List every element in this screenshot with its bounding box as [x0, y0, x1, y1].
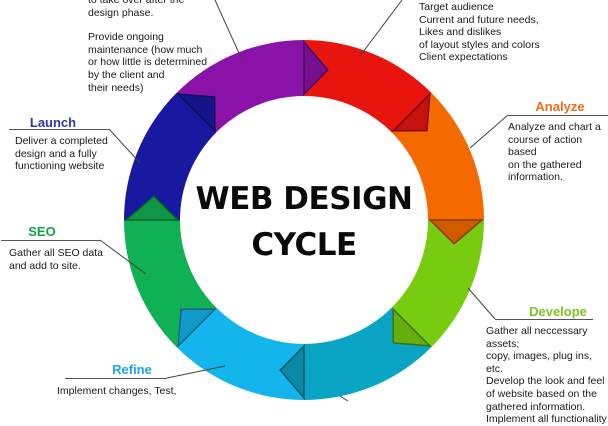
stage-develope-description: Gather all neccessary assets; copy, imag… — [486, 325, 608, 426]
launch-leader-line — [9, 129, 109, 130]
text-line: of layout styles and colors — [419, 38, 540, 51]
text-line: on the gathered — [508, 158, 582, 171]
text-line: Target audience — [419, 1, 494, 13]
text-line: functioning website — [15, 160, 105, 173]
ring-segment-launch — [124, 92, 217, 220]
text-line: Gather all SEO data — [9, 247, 103, 259]
stage-analyze-title: Analyze — [535, 99, 585, 114]
leader-line — [99, 239, 147, 275]
text-line: Develop the look and feel — [486, 375, 605, 388]
text-line: gathered information. — [486, 400, 586, 413]
center-title-line2: CYCLE — [251, 227, 357, 263]
stage-maintain-description: to take over after the design phase. Pro… — [88, 0, 238, 94]
leader-line — [166, 365, 226, 379]
leader-line — [108, 128, 141, 164]
develope-leader-line — [495, 319, 593, 320]
stage-seo-title: SEO — [28, 224, 56, 239]
text-line: Deliver a completed — [15, 135, 108, 147]
ring-segment-research — [304, 40, 432, 133]
text-line: Likes and dislikes — [419, 26, 502, 39]
center-title: WEB DESIGN CYCLE — [184, 176, 424, 268]
stage-seo-description: Gather all SEO data and add to site. — [9, 247, 119, 272]
arrow-notch-research — [391, 92, 431, 132]
stage-research-description: Target audience Current and future needs… — [419, 1, 599, 64]
text-line: design phase. — [88, 6, 154, 19]
text-line: of website based on the — [486, 387, 597, 400]
leader-line — [339, 395, 349, 401]
arrow-notch-seo — [123, 195, 180, 221]
stage-develope-title: Develope — [529, 304, 587, 319]
arrow-notch-analyze — [428, 219, 485, 245]
arrow-notch-develope — [392, 307, 432, 347]
stage-refine-title: Refine — [112, 362, 152, 377]
text-line: or how little is determined — [88, 56, 208, 69]
text-line: maintenance (how much — [88, 43, 203, 56]
ring-segment-refine — [176, 307, 304, 400]
stage-refine-description: Implement changes, Test, — [57, 385, 217, 398]
analyze-leader-line — [508, 115, 608, 116]
text-line: information. — [508, 171, 563, 184]
leader-line — [214, 0, 244, 63]
text-line: and add to site. — [9, 259, 81, 272]
spacer — [88, 19, 238, 31]
leader-line — [359, 0, 403, 57]
stage-analyze-description: Analyze and chart a course of action bas… — [508, 121, 608, 184]
text-line: Implement changes, Test, — [57, 385, 177, 397]
arrow-notch-launch — [176, 93, 216, 133]
seo-leader-line — [1, 240, 100, 241]
refine-leader-line — [65, 378, 167, 379]
web-design-cycle-ring — [99, 0, 509, 401]
text-line: their needs) — [88, 81, 144, 94]
text-line: design and a fully — [15, 147, 97, 160]
text-line: Gather all neccessary assets; — [486, 325, 588, 350]
center-title-line1: WEB DESIGN — [195, 181, 413, 217]
text-line: Current and future needs, — [419, 13, 539, 26]
ring-segment-develope — [391, 220, 484, 348]
text-line: copy, images, plug ins, etc. — [486, 350, 593, 375]
stage-launch-description: Deliver a completed design and a fully f… — [15, 135, 125, 173]
leader-line — [467, 287, 496, 320]
text-line: Implement all functionality — [486, 413, 607, 426]
text-line: Analyze and chart a — [508, 121, 601, 133]
arrow-notch-maintain — [303, 39, 329, 96]
arrow-notch-refine — [177, 308, 217, 348]
text-line: Provide ongoing — [88, 31, 164, 44]
text-line: course of action based — [508, 133, 583, 159]
leader-line — [469, 114, 509, 149]
text-line: Client expectations — [419, 51, 508, 64]
text-line: to take over after the — [88, 0, 185, 6]
arrow-notch-test — [279, 344, 305, 401]
text-line: by the client and — [88, 68, 165, 81]
stage-launch-title: Launch — [29, 115, 77, 130]
